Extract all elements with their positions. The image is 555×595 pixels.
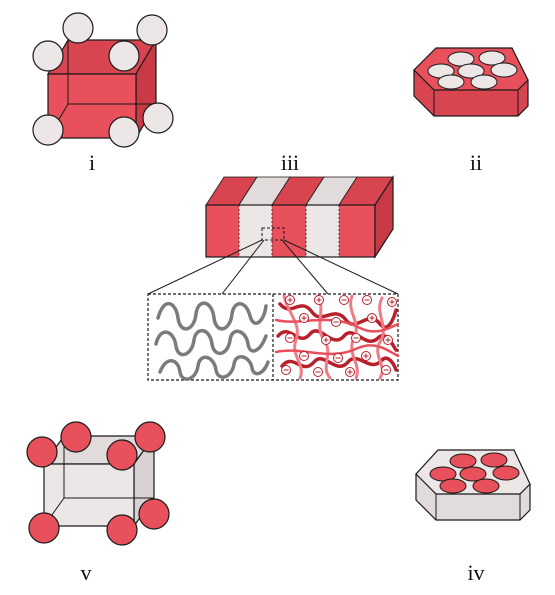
ellipse-pore xyxy=(480,452,508,468)
positive-charge-icon xyxy=(285,295,295,305)
negative-charge-icon xyxy=(299,351,309,361)
negative-charge-icon xyxy=(331,317,341,327)
negative-charge-icon xyxy=(313,367,323,377)
label-i: i xyxy=(89,150,95,175)
sphere xyxy=(134,421,166,453)
ellipse-pore xyxy=(470,74,498,90)
sphere xyxy=(28,512,60,544)
figure-v-grey-cube xyxy=(26,421,170,546)
negative-charge-icon xyxy=(285,333,295,343)
ellipse-pore xyxy=(449,453,477,469)
negative-charge-icon xyxy=(362,295,372,305)
sphere xyxy=(32,114,64,146)
figure-iii-striped-bar xyxy=(205,174,394,260)
positive-charge-icon xyxy=(321,335,331,345)
negative-charge-icon xyxy=(351,333,361,343)
grey-polymer-chains xyxy=(154,301,270,381)
sphere xyxy=(60,421,92,453)
ellipse-pore xyxy=(459,466,487,482)
ellipse-pore xyxy=(439,478,467,494)
sphere xyxy=(106,439,138,471)
negative-charge-icon xyxy=(381,365,391,375)
sphere xyxy=(142,102,174,134)
positive-charge-icon xyxy=(345,367,355,377)
sphere xyxy=(106,514,138,546)
positive-charge-icon xyxy=(299,313,309,323)
sphere xyxy=(62,12,94,44)
ellipse-pore xyxy=(472,478,500,494)
ellipse-pore xyxy=(478,50,506,66)
negative-charge-icon xyxy=(281,365,291,375)
charge-markers xyxy=(281,295,397,377)
positive-charge-icon xyxy=(383,335,393,345)
positive-charge-icon xyxy=(361,351,371,361)
sphere xyxy=(32,40,64,72)
figure-ii-red-hex-prism xyxy=(413,47,529,117)
zoom-lines xyxy=(147,239,399,295)
positive-charge-icon xyxy=(387,297,397,307)
sphere xyxy=(138,498,170,530)
figure-iv-grey-hex-prism xyxy=(415,449,531,521)
sphere xyxy=(108,116,140,148)
label-v: v xyxy=(81,560,92,585)
negative-charge-icon xyxy=(339,295,349,305)
ellipse-pore xyxy=(490,62,518,78)
ellipse-pore xyxy=(492,465,520,481)
negative-charge-icon xyxy=(333,353,343,363)
inset-polymer-chains xyxy=(147,293,400,381)
ellipse-pore xyxy=(457,63,485,79)
label-ii: ii xyxy=(470,150,482,175)
label-iv: iv xyxy=(467,560,484,585)
zoom-selection-box xyxy=(261,227,285,241)
label-iii: iii xyxy=(281,150,299,175)
figure-i-red-cube xyxy=(32,12,174,148)
positive-charge-icon xyxy=(314,295,324,305)
sphere xyxy=(136,14,168,46)
sphere xyxy=(108,40,140,72)
sphere xyxy=(26,436,58,468)
ellipse-pore xyxy=(437,74,465,90)
positive-charge-icon xyxy=(367,313,377,323)
